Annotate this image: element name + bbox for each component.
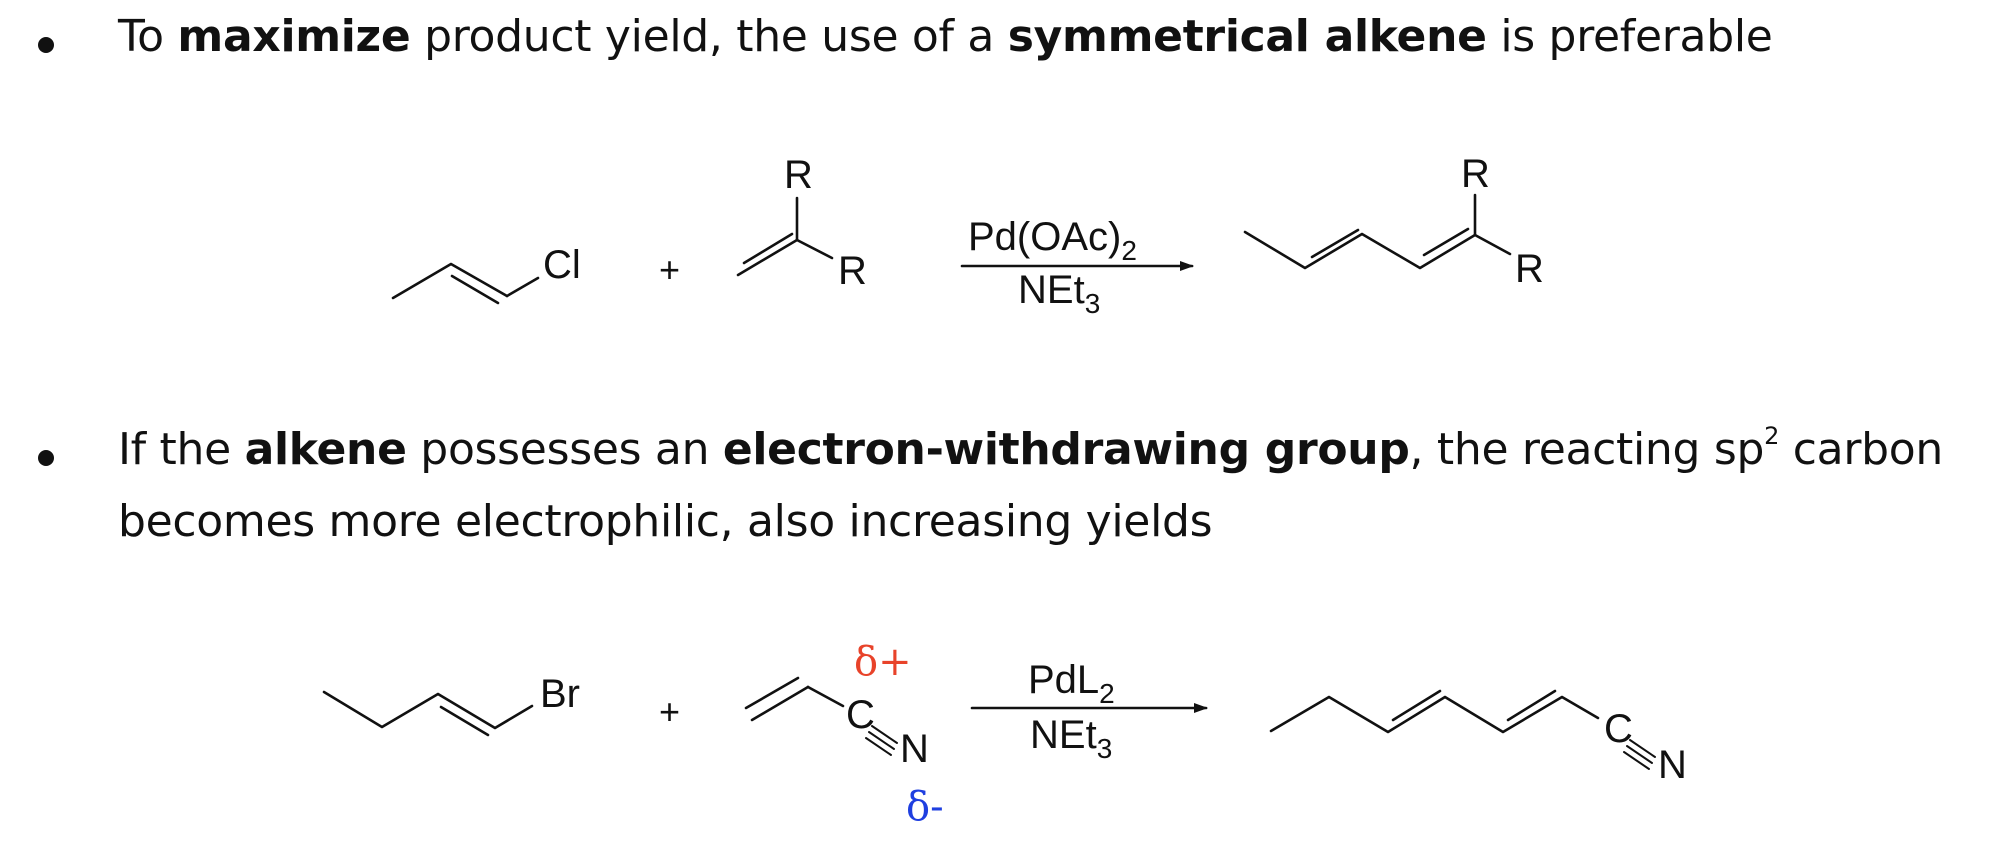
bold-text: alkene (244, 424, 407, 475)
double-bond-inner (1506, 689, 1557, 722)
double-bond-inner (1422, 227, 1470, 257)
text-run: is preferable (1486, 11, 1773, 62)
delta-plus-label: δ+ (854, 639, 912, 685)
delta-minus-label: δ- (906, 784, 944, 830)
halide-label: Br (540, 672, 580, 716)
triple-bond (1626, 745, 1653, 764)
bond (795, 238, 834, 260)
triple-bond (1629, 739, 1656, 758)
text-run: product yield, the use of a (410, 11, 1008, 62)
reaction-arrow: PdL2 NEt3 (970, 658, 1208, 764)
double-bond (750, 685, 810, 722)
carbon-label: C (846, 693, 875, 737)
plus-sign: + (659, 249, 680, 290)
triple-bond (871, 725, 898, 744)
double-bond (736, 238, 799, 277)
alkenyl-bromide-molecule: Br (322, 672, 580, 737)
double-bond-inner (1310, 228, 1360, 259)
bullet-dot (38, 37, 54, 53)
triple-bond (868, 731, 895, 750)
bond (391, 262, 509, 300)
double-bond-inner (744, 676, 800, 710)
nitrogen-label: N (1658, 743, 1687, 787)
bond (505, 276, 540, 298)
reaction-arrow: Pd(OAc)2 NEt3 (960, 215, 1194, 319)
bold-text: electron-withdrawing group (722, 424, 1410, 475)
bond (806, 685, 845, 708)
bullet-text: If the alkene possesses an electron-with… (118, 417, 1978, 555)
catalyst-label: PdL2 (1028, 658, 1115, 709)
superscript-text: 2 (1764, 422, 1780, 450)
acrylonitrile-molecule: C N δ+ δ- (744, 639, 944, 830)
base-label: NEt3 (1030, 713, 1112, 764)
halide-label: Cl (543, 243, 581, 287)
dienenitrile-product-molecule: C N (1269, 689, 1687, 787)
text-run: carbon becomes more electrophilic, also … (118, 424, 1943, 547)
bullet-text: To maximize product yield, the use of a … (118, 4, 1978, 70)
double-bond-inner (1391, 689, 1442, 722)
text-run: , the reacting sp (1409, 424, 1765, 475)
double-bond-inner (742, 232, 794, 265)
diene-product-molecule: R R (1243, 152, 1544, 291)
bold-text: maximize (177, 11, 411, 62)
bold-text: symmetrical alkene (1007, 11, 1487, 62)
reaction-2: Br + C N δ+ δ- PdL2 NEt3 C (322, 639, 1687, 830)
plus-sign: + (659, 691, 680, 732)
triple-bond (1623, 751, 1650, 770)
double-bond-inner (450, 274, 500, 305)
double-bond-inner (439, 705, 490, 737)
reaction-1: Cl + R R Pd(OAc)2 NEt3 R R (391, 152, 1544, 319)
bond (1243, 230, 1477, 270)
text-run: To (118, 11, 178, 62)
text-run: If the (118, 424, 245, 475)
allyl-chloride-molecule: Cl (391, 243, 581, 305)
substituent-r-label: R (1461, 152, 1490, 196)
bond (322, 690, 534, 730)
carbon-label: C (1604, 707, 1633, 751)
substituent-r-label: R (1515, 247, 1544, 291)
bond (1473, 233, 1512, 256)
base-label: NEt3 (1018, 268, 1100, 319)
substituent-r-label: R (838, 249, 867, 293)
text-run: possesses an (406, 424, 723, 475)
triple-bond (865, 737, 892, 756)
nitrogen-label: N (900, 727, 929, 771)
bullet-dot (38, 450, 54, 466)
disubstituted-alkene-molecule: R R (736, 153, 867, 293)
substituent-r-label: R (784, 153, 813, 197)
bond (1269, 695, 1600, 734)
catalyst-label: Pd(OAc)2 (968, 215, 1137, 266)
